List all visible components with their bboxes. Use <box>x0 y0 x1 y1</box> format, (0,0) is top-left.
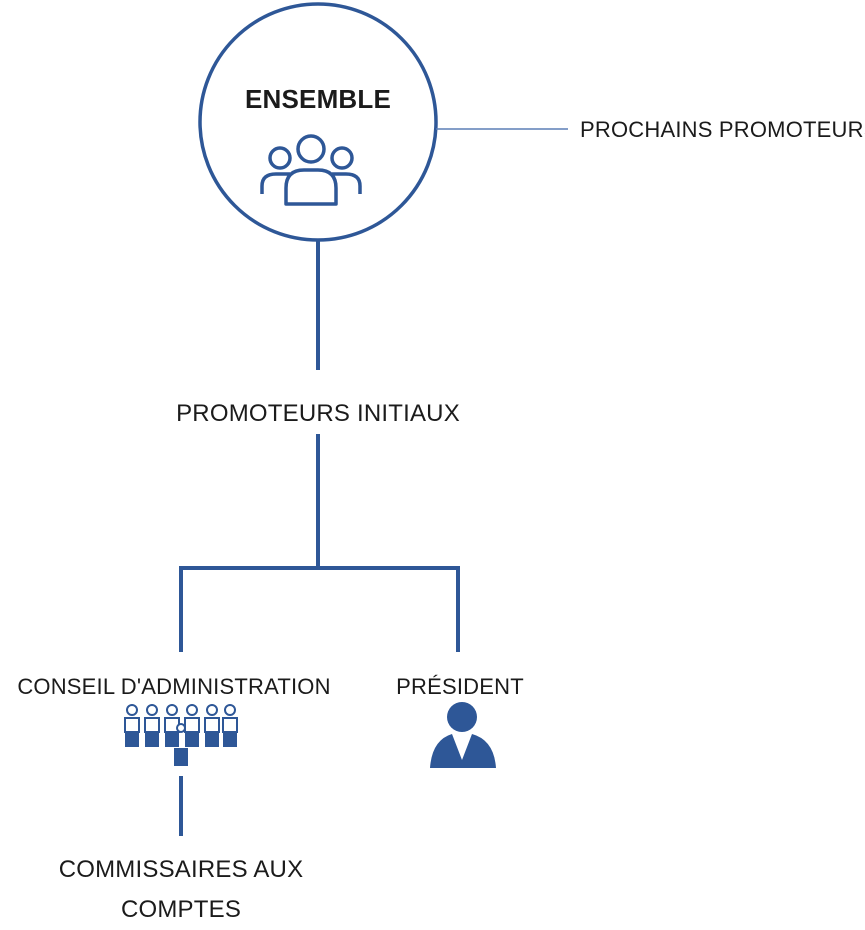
initial-promoters-label: PROMOTEURS INITIAUX <box>176 400 460 427</box>
auditors-label: COMMISSAIRES AUX COMPTES <box>58 856 304 923</box>
next-promoters-label: PROCHAINS PROMOTEURS <box>580 117 865 142</box>
group-icon <box>260 134 362 206</box>
board-people-icon <box>124 704 238 766</box>
board-label: CONSEIL D'ADMINISTRATION <box>17 674 331 699</box>
person-icon <box>430 702 496 768</box>
org-diagram <box>124 2 568 836</box>
branch-connector <box>179 566 460 652</box>
root-title: ENSEMBLE <box>244 84 392 114</box>
president-label: PRÉSIDENT <box>396 674 524 699</box>
